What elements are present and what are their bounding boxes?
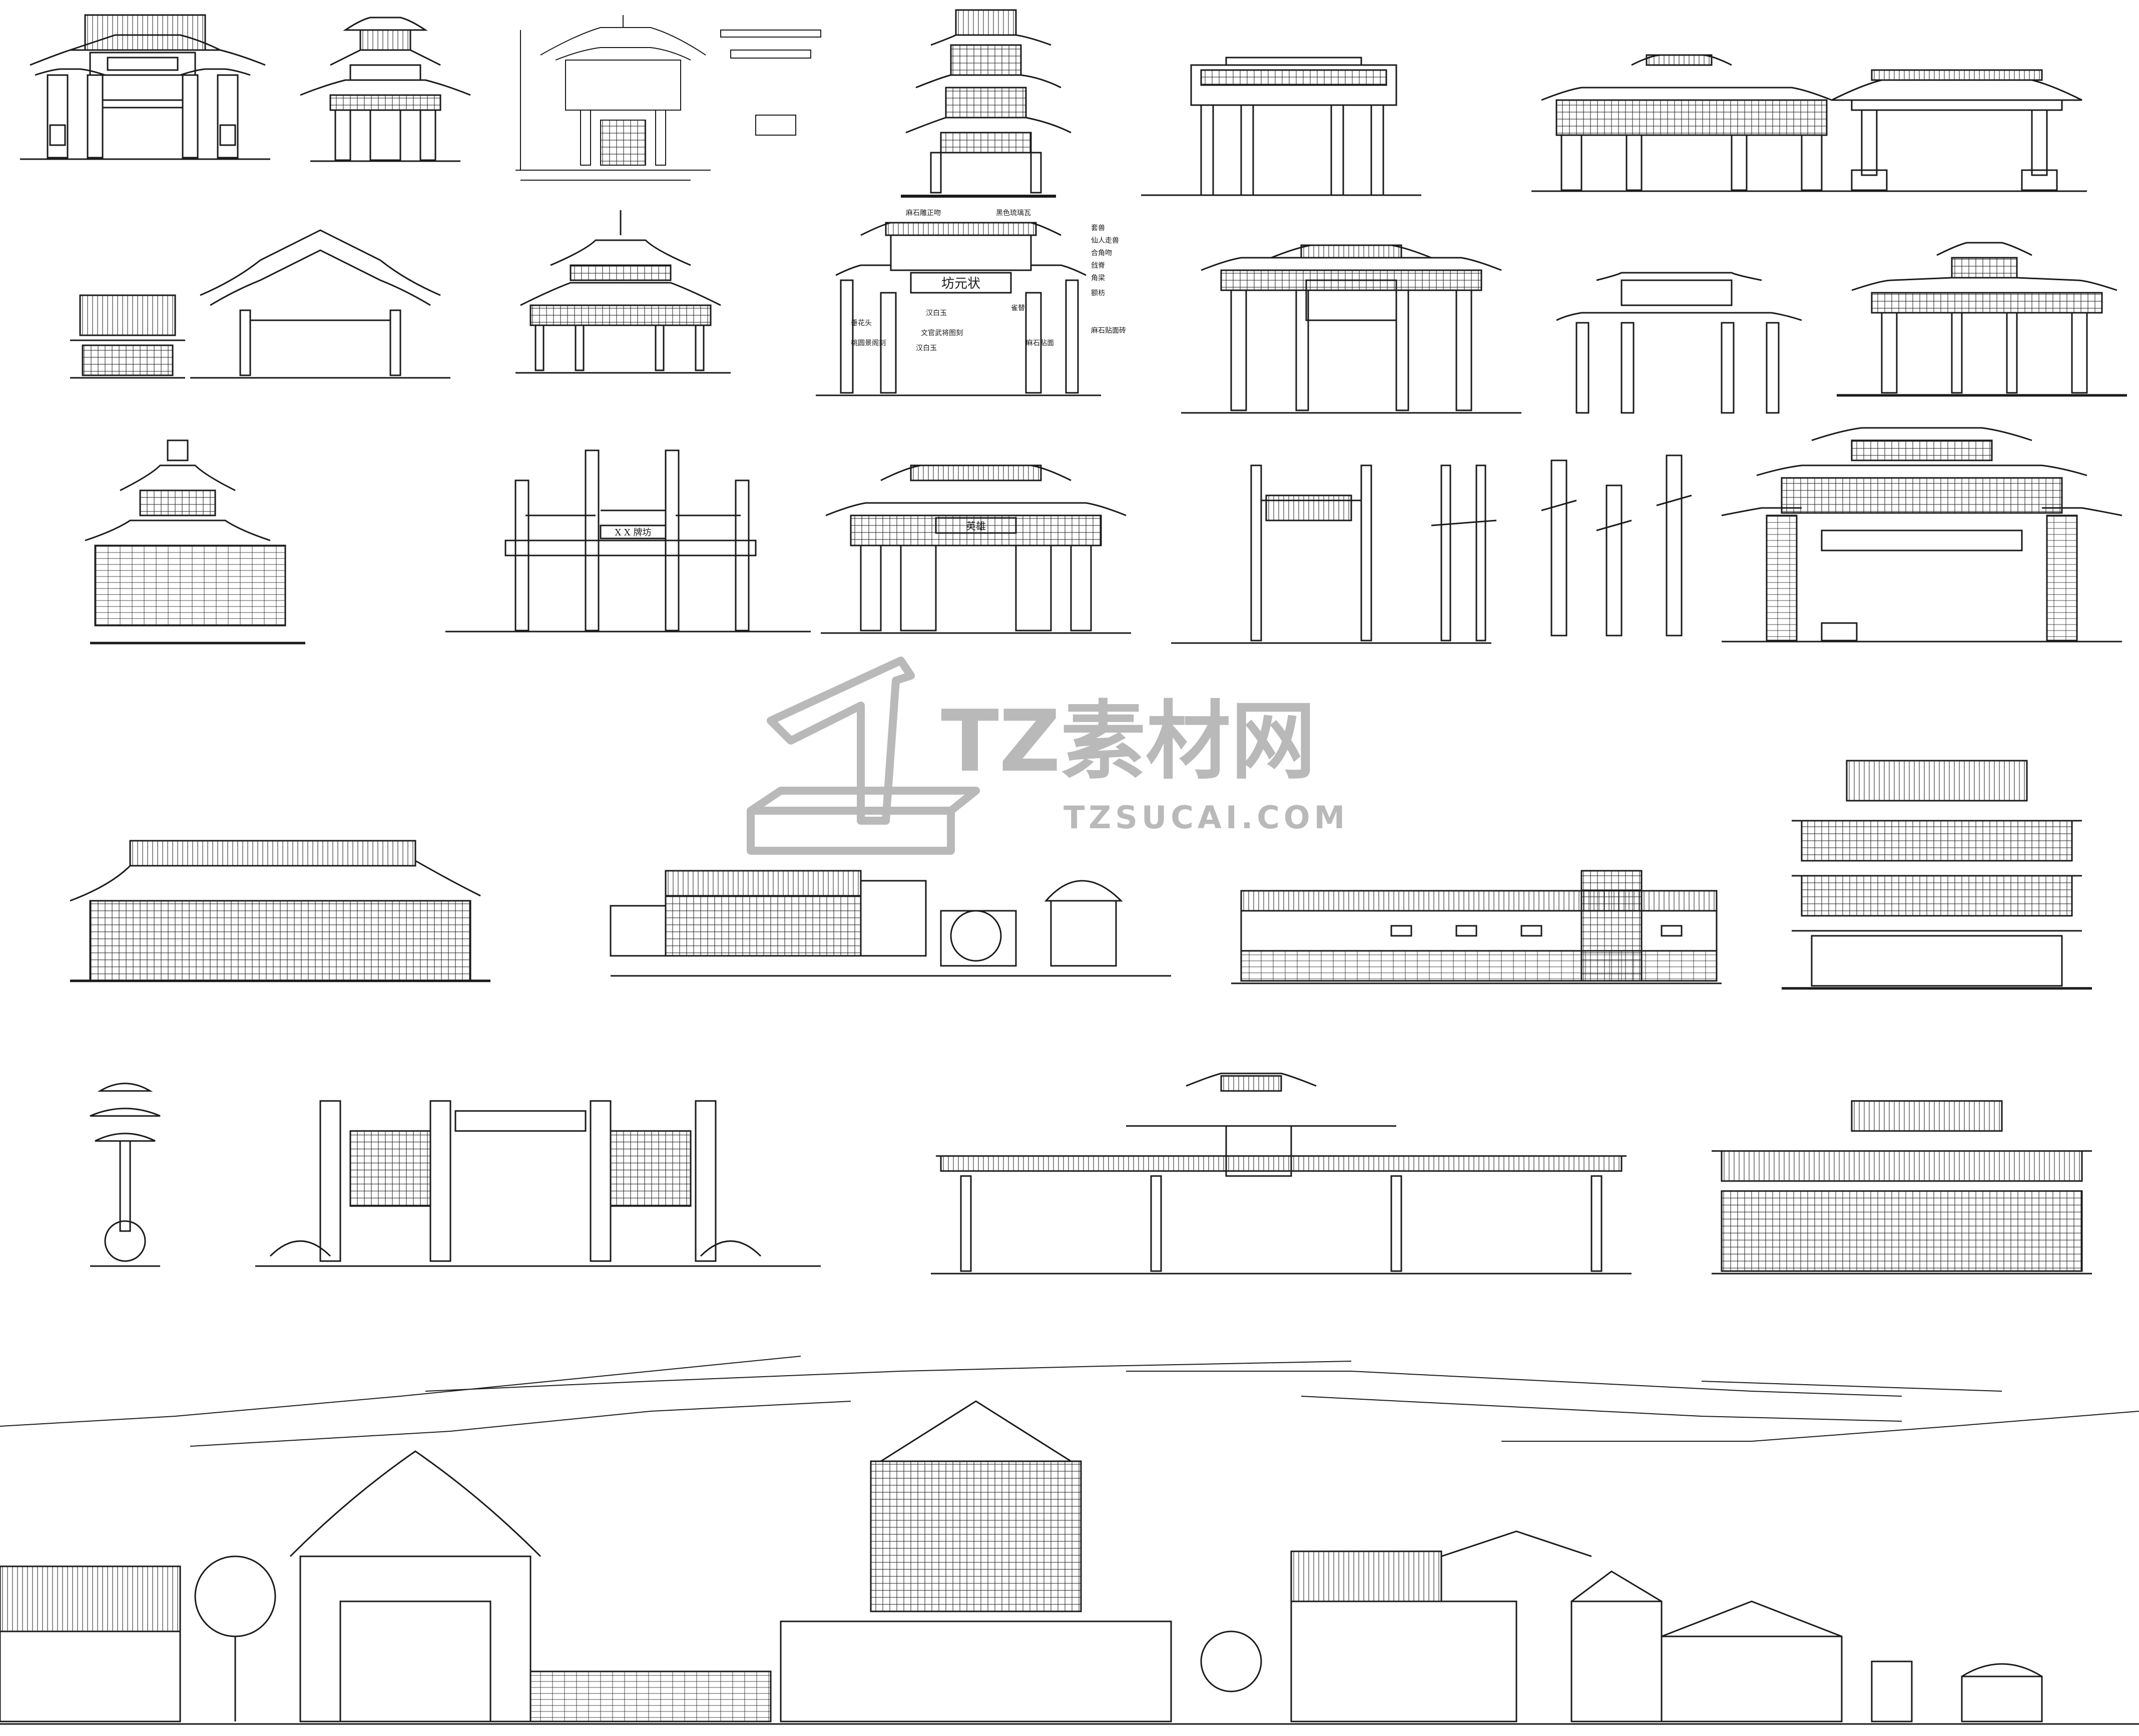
annotation-9: 雀替 xyxy=(1011,304,1025,312)
double-eave-hall-drawing xyxy=(515,210,731,374)
hero-paifang-drawing xyxy=(821,464,1131,634)
tiered-gate-drawing xyxy=(300,17,471,162)
annotation-6: 戗脊 xyxy=(1091,262,1105,270)
tower-drawing xyxy=(901,9,1072,198)
cloud-lines xyxy=(0,1356,2139,1447)
covered-corridor-gate-drawing xyxy=(931,1072,1632,1275)
annotation-3: 套兽 xyxy=(1091,224,1105,232)
plain-gate-drawing xyxy=(1556,272,1802,414)
streetscape-section-drawing xyxy=(0,1400,2139,1725)
watermark-brand-cn: TZ素材网 xyxy=(941,692,1316,791)
hero-plaque-label: 英雄 xyxy=(966,520,986,532)
long-hall-drawing xyxy=(70,840,490,982)
small-hall-drawing xyxy=(70,294,185,379)
decorated-paifang-drawing xyxy=(1181,244,1521,414)
terraced-hall-drawing xyxy=(1712,1100,2092,1275)
annotation-13: 垂花头 xyxy=(851,319,872,327)
courtyard-row-drawing xyxy=(610,870,1171,977)
ornate-paifang-drawing xyxy=(1531,54,1842,192)
hall-truss-drawing xyxy=(190,229,450,379)
annotation-2: 黑色琉璃瓦 xyxy=(996,209,1031,217)
memorial-archway-drawing xyxy=(255,1100,821,1267)
annotation-12: 桃圆景阁刻 xyxy=(851,339,886,347)
annotation-8: 额枋 xyxy=(1091,289,1105,297)
column-studies-drawing xyxy=(1171,454,1692,644)
watermark-brand-en: TZSUCAI.COM xyxy=(1063,799,1349,836)
annotated-paifang-drawing xyxy=(816,222,1101,396)
simple-gate-drawing xyxy=(1831,69,2087,192)
annotation-7: 角梁 xyxy=(1091,274,1105,282)
pagoda-hall-drawing xyxy=(85,439,305,645)
flying-eave-paifang-drawing xyxy=(1837,242,2127,397)
paifang-annotations: 麻石雕正吻 黑色琉璃瓦 套兽 仙人走兽 合角吻 戗脊 角梁 额枋 雀替 汉白玉 … xyxy=(851,209,1126,352)
grand-paifang-drawing xyxy=(1721,427,2122,643)
annotation-5: 合角吻 xyxy=(1091,249,1112,257)
annotation-10: 汉白玉 xyxy=(926,309,947,317)
stone-lantern-drawing xyxy=(90,1082,161,1267)
paifang-plaque-label: 坊元状 xyxy=(941,276,980,291)
multi-storey-hall-drawing xyxy=(1782,760,2092,990)
pillar-gate-drawing xyxy=(1141,57,1421,196)
annotation-15: 麻石贴面 xyxy=(1026,339,1054,347)
pavilion-section-drawing xyxy=(515,15,821,181)
annotation-16: 麻石贴面砖 xyxy=(1091,327,1126,335)
annotation-1: 麻石雕正吻 xyxy=(906,209,941,217)
annotation-11: 文官武将图刻 xyxy=(921,329,963,337)
walled-compound-drawing xyxy=(1231,870,1722,984)
watermark-logo-icon xyxy=(747,657,980,855)
annotation-14: 汉白玉 xyxy=(916,344,937,352)
annotation-4: 仙人走兽 xyxy=(1091,237,1119,245)
xx-paifang-drawing xyxy=(445,449,811,633)
xx-plaque-label: X X 牌坊 xyxy=(615,527,651,538)
paifang-three-bay-drawing xyxy=(20,14,270,160)
